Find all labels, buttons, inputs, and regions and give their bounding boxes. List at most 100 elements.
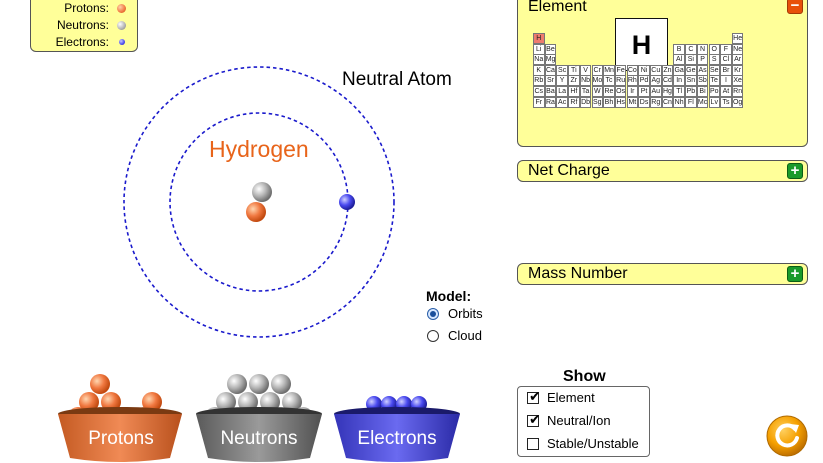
neutrons-bucket[interactable] [196,374,322,462]
element-cell-mg[interactable]: Mg [544,54,557,66]
element-cell-n[interactable]: N [696,43,709,55]
element-cell-au[interactable]: Au [650,86,662,97]
element-cell-rg[interactable]: Rg [650,96,662,108]
element-cell-te[interactable]: Te [708,75,720,87]
element-cell-nb[interactable]: Nb [579,75,592,87]
element-cell-w[interactable]: W [591,86,603,97]
reset-icon[interactable] [766,415,808,457]
element-cell-sb[interactable]: Sb [696,75,709,87]
element-cell-si[interactable]: Si [685,54,697,66]
element-cell-ar[interactable]: Ar [731,54,744,66]
protons-bucket[interactable] [58,374,182,462]
element-cell-cl[interactable]: Cl [720,54,732,66]
element-cell-ag[interactable]: Ag [650,75,662,87]
mass-number-panel[interactable]: Mass Number + [517,263,808,285]
model-option-cloud[interactable]: Cloud [426,328,482,348]
element-cell-al[interactable]: Al [673,54,685,66]
element-cell-be[interactable]: Be [544,43,557,55]
element-cell-cn[interactable]: Cn [661,96,674,108]
nucleus-proton[interactable] [246,202,266,222]
element-cell-fr[interactable]: Fr [533,96,545,108]
element-cell-pt[interactable]: Pt [638,86,650,97]
element-cell-cu[interactable]: Cu [650,64,662,76]
element-cell-ds[interactable]: Ds [638,96,650,108]
element-cell-s[interactable]: S [708,54,720,66]
element-cell-in[interactable]: In [673,75,685,87]
element-cell-hg[interactable]: Hg [661,86,674,97]
nucleus-neutron[interactable] [252,182,272,202]
element-cell-na[interactable]: Na [533,54,545,66]
element-cell-nh[interactable]: Nh [673,96,685,108]
element-cell-rb[interactable]: Rb [533,75,545,87]
element-cell-sg[interactable]: Sg [591,96,603,108]
element-cell-rh[interactable]: Rh [626,75,639,87]
element-cell-pb[interactable]: Pb [685,86,697,97]
element-cell-tl[interactable]: Tl [673,86,685,97]
element-cell-cs[interactable]: Cs [533,86,545,97]
neutral-ion-checkbox[interactable]: ✔ [527,411,541,427]
element-cell-ta[interactable]: Ta [579,86,592,97]
element-cell-pd[interactable]: Pd [638,75,650,87]
element-cell-xe[interactable]: Xe [731,75,744,87]
element-cell-ga[interactable]: Ga [673,64,685,76]
element-cell-as[interactable]: As [696,64,709,76]
orbit-electron[interactable] [339,194,355,210]
element-cell-db[interactable]: Db [579,96,592,108]
element-cell-bh[interactable]: Bh [603,96,615,108]
element-cell-sr[interactable]: Sr [544,75,557,87]
element-cell-co[interactable]: Co [626,64,639,76]
element-cell-br[interactable]: Br [720,64,732,76]
element-cell-po[interactable]: Po [708,86,720,97]
element-cell-at[interactable]: At [720,86,732,97]
element-cell-ra[interactable]: Ra [544,96,557,108]
plus-icon[interactable]: + [787,163,803,179]
element-cell-ts[interactable]: Ts [720,96,732,108]
element-cell-mc[interactable]: Mc [696,96,709,108]
element-cell-ir[interactable]: Ir [626,86,639,97]
element-cell-zn[interactable]: Zn [661,64,674,76]
element-cell-ge[interactable]: Ge [685,64,697,76]
element-cell-rf[interactable]: Rf [568,96,580,108]
element-cell-c[interactable]: C [685,43,697,55]
element-cell-mt[interactable]: Mt [626,96,639,108]
element-cell-b[interactable]: B [673,43,685,55]
element-cell-se[interactable]: Se [708,64,720,76]
element-cell-mn[interactable]: Mn [603,64,615,76]
element-cell-hs[interactable]: Hs [614,96,627,108]
element-cell-kr[interactable]: Kr [731,64,744,76]
element-cell-fl[interactable]: Fl [685,96,697,108]
element-checkbox[interactable]: ✔ [527,388,541,404]
element-cell-tc[interactable]: Tc [603,75,615,87]
element-cell-mo[interactable]: Mo [591,75,603,87]
element-cell-ac[interactable]: Ac [556,96,568,108]
element-cell-os[interactable]: Os [614,86,627,97]
element-cell-k[interactable]: K [533,64,545,76]
element-cell-ba[interactable]: Ba [544,86,557,97]
element-cell-fe[interactable]: Fe [614,64,627,76]
orbits-radio[interactable] [427,308,439,320]
element-cell-cr[interactable]: Cr [591,64,603,76]
model-option-orbits[interactable]: Orbits [426,306,483,326]
element-cell-ru[interactable]: Ru [614,75,627,87]
element-cell-sc[interactable]: Sc [556,64,568,76]
element-cell-ni[interactable]: Ni [638,64,650,76]
element-cell-og[interactable]: Og [731,96,744,108]
element-cell-p[interactable]: P [696,54,709,66]
minus-icon[interactable]: − [787,0,803,14]
net-charge-panel[interactable]: Net Charge + [517,160,808,182]
element-cell-rn[interactable]: Rn [731,86,744,97]
stable-unstable-checkbox[interactable] [527,438,539,450]
element-cell-re[interactable]: Re [603,86,615,97]
element-cell-cd[interactable]: Cd [661,75,674,87]
element-cell-ne[interactable]: Ne [731,43,744,55]
element-cell-li[interactable]: Li [533,43,545,55]
element-cell-lv[interactable]: Lv [708,96,720,108]
element-cell-zr[interactable]: Zr [568,75,580,87]
element-cell-ti[interactable]: Ti [568,64,580,76]
element-cell-hf[interactable]: Hf [568,86,580,97]
electrons-bucket[interactable] [334,396,460,462]
plus-icon[interactable]: + [787,266,803,282]
element-cell-bi[interactable]: Bi [696,86,709,97]
element-cell-v[interactable]: V [579,64,592,76]
